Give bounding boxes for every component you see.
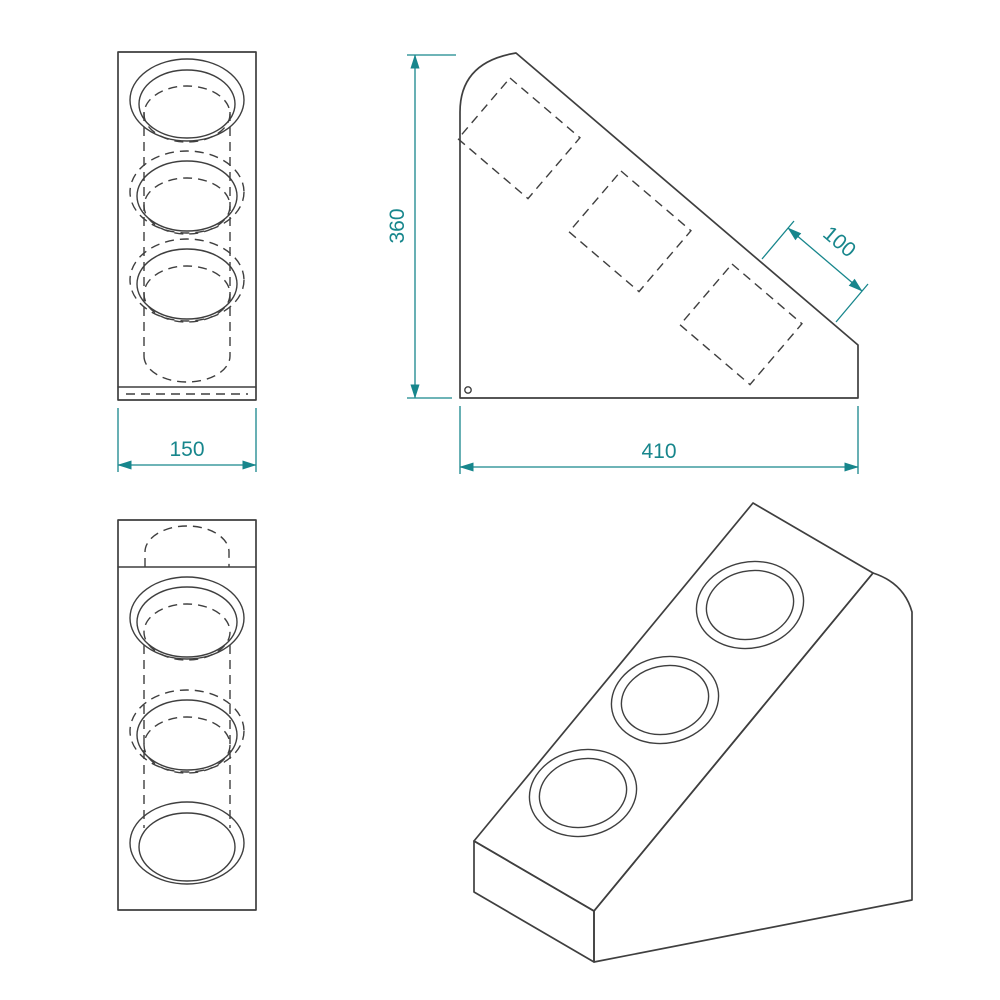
dimension-label-100: 100	[818, 222, 860, 262]
cup2-rim	[136, 160, 238, 232]
hidden-cylinder-lines	[143, 112, 231, 356]
cup1-hidden-ellipse	[143, 85, 231, 143]
extension-lines	[761, 220, 869, 323]
front-body-outline	[117, 51, 257, 401]
iso-front-face	[473, 840, 595, 963]
iso-right-face	[593, 572, 913, 963]
iso-hole1-inner	[705, 569, 795, 641]
cup1-hidden-ellipse	[143, 603, 231, 661]
hidden-cup-cavity-2	[568, 170, 692, 293]
dimension-label-360: 360	[386, 208, 409, 243]
cup1-rim-inner	[138, 69, 236, 139]
cup2-hidden-inner	[143, 716, 231, 774]
dimension-label-410: 410	[641, 440, 676, 463]
hidden-cup-cavity-3	[679, 263, 803, 386]
dimension-line	[787, 227, 863, 292]
front-view	[117, 51, 257, 401]
cup3-rim-outer	[129, 801, 245, 885]
iso-slope-face	[473, 502, 874, 912]
corner-hole	[464, 386, 472, 394]
isometric-view	[473, 502, 913, 963]
dimension-width: 150	[117, 408, 257, 472]
iso-hole1-outer	[695, 560, 805, 650]
cup1-rim-inner	[136, 586, 238, 658]
iso-hole2-outer	[610, 655, 720, 745]
cup2-hidden-outer	[129, 689, 245, 773]
cup3-hidden-outer	[129, 238, 245, 322]
back-body-outline	[117, 519, 257, 911]
cup1-rim-outer	[129, 58, 245, 142]
hidden-dome-arc	[144, 525, 230, 567]
cup3-rim	[136, 248, 238, 320]
side-view	[457, 52, 859, 399]
wedge-profile-outline	[459, 52, 859, 399]
cup3-rim-inner	[138, 812, 236, 882]
iso-hole3-outer	[528, 748, 638, 838]
hidden-cup-cavity-1	[457, 77, 581, 200]
dimension-height: 360	[386, 54, 456, 399]
cup2-hidden-outer	[129, 150, 245, 234]
cup2-hidden-inner	[143, 177, 231, 235]
dimension-depth: 410	[459, 406, 859, 474]
hidden-cylinder-lines	[143, 645, 231, 828]
dimension-label-150: 150	[169, 438, 204, 461]
iso-hole2-inner	[620, 664, 710, 736]
dimension-slope-spacing: 100	[761, 220, 869, 323]
cup3-hidden-inner	[143, 265, 231, 323]
hidden-cup-bottom-arc	[143, 355, 231, 383]
iso-hole3-inner	[538, 757, 628, 829]
back-view	[117, 519, 257, 911]
cup2-rim	[136, 699, 238, 771]
cup1-rim-outer	[129, 576, 245, 660]
